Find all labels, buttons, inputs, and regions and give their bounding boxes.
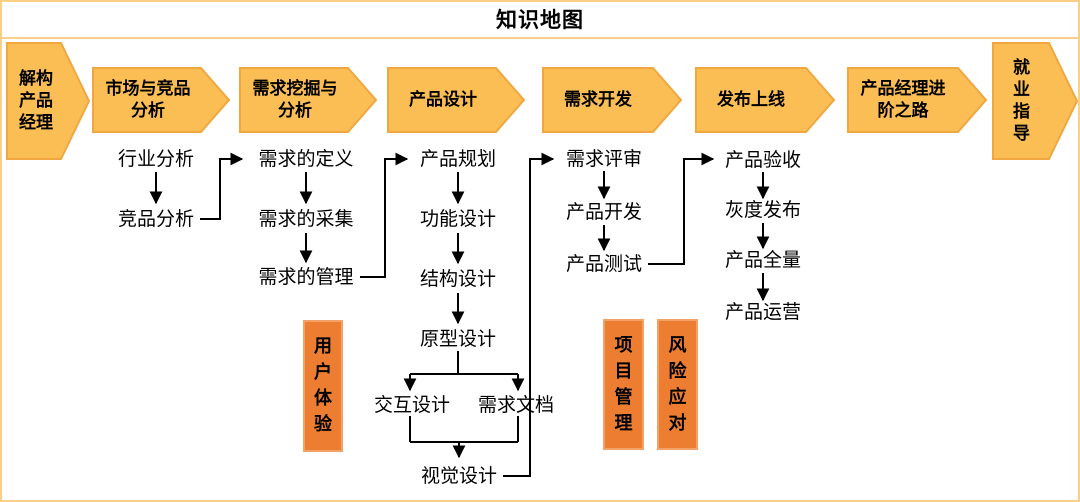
box-project-management: 项目管理 [603, 319, 644, 450]
node-full-release: 产品全量 [724, 249, 802, 271]
node-product-testing: 产品测试 [565, 253, 643, 275]
stage-label: 产品经理进阶之路 [860, 79, 946, 121]
title-divider [2, 37, 1078, 39]
box-label: 用户体验 [314, 336, 332, 435]
stage-label: 需求挖掘与分析 [252, 79, 338, 121]
chevron-arrow-icon [542, 67, 682, 133]
chevron-arrow-icon [6, 42, 90, 160]
node-product-operation: 产品运营 [724, 301, 802, 323]
chevron-arrow-icon [695, 67, 835, 133]
page-title: 知识地图 [496, 8, 584, 32]
node-product-acceptance: 产品验收 [724, 149, 802, 171]
chevron-arrow-icon [239, 67, 377, 133]
node-gray-release: 灰度发布 [724, 199, 802, 221]
node-industry-analysis: 行业分析 [117, 148, 195, 170]
stage-release-launch: 发布上线 [695, 67, 835, 133]
chevron-arrow-icon [92, 67, 230, 133]
stage-requirement-development: 需求开发 [542, 67, 682, 133]
stage-pm-advanced-path: 产品经理进阶之路 [847, 67, 987, 133]
node-visual-design: 视觉设计 [420, 465, 498, 487]
node-function-design: 功能设计 [419, 208, 497, 230]
node-requirement-doc: 需求文档 [477, 394, 555, 416]
box-label: 项目管理 [614, 334, 633, 434]
stage-product-design: 产品设计 [387, 67, 525, 133]
stage-label: 市场与竞品分析 [105, 79, 191, 121]
chevron-arrow-icon [992, 42, 1078, 160]
stage-requirement-mining: 需求挖掘与分析 [239, 67, 377, 133]
node-prototype-design: 原型设计 [419, 328, 497, 350]
stage-career-guidance: 就业指导 [992, 42, 1078, 160]
stage-label: 需求开发 [564, 90, 632, 110]
node-structure-design: 结构设计 [419, 268, 497, 290]
box-user-experience: 用户体验 [303, 320, 343, 452]
node-interaction-design: 交互设计 [373, 394, 451, 416]
box-risk-response: 风险应对 [657, 319, 698, 450]
stage-label: 就业指导 [1013, 58, 1030, 144]
node-requirement-collection: 需求的采集 [258, 208, 354, 230]
chevron-arrow-icon [847, 67, 987, 133]
stage-market-competitor-analysis: 市场与竞品分析 [92, 67, 230, 133]
stage-deconstruct-pm: 解构产品经理 [6, 42, 90, 160]
stage-label: 发布上线 [717, 90, 785, 110]
chevron-arrow-icon [387, 67, 525, 133]
node-product-planning: 产品规划 [419, 148, 497, 170]
node-requirement-management: 需求的管理 [258, 266, 354, 288]
box-label: 风险应对 [668, 334, 687, 434]
node-requirement-definition: 需求的定义 [258, 148, 354, 170]
node-requirement-review: 需求评审 [565, 148, 643, 170]
node-competitor-analysis: 竞品分析 [117, 208, 195, 230]
stage-label: 解构产品经理 [19, 69, 53, 133]
stage-label: 产品设计 [409, 90, 477, 110]
node-product-development: 产品开发 [565, 201, 643, 223]
